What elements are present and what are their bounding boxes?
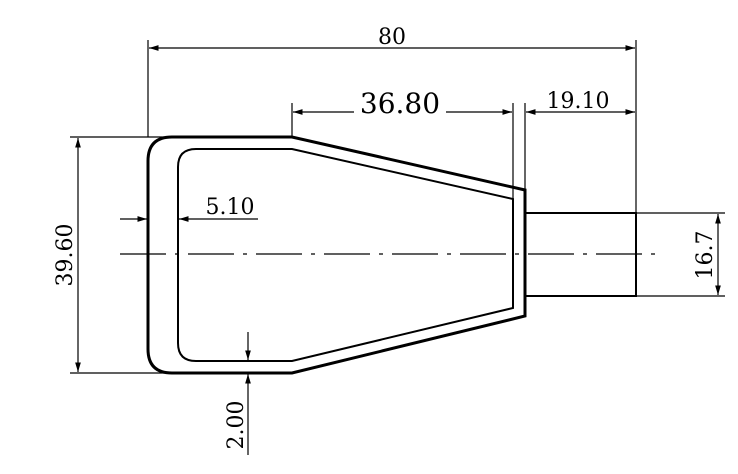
dim-stem-height: 16.7 — [693, 231, 718, 280]
outer-profile — [146, 135, 527, 375]
dim-wall-offset: 5.10 — [206, 195, 255, 220]
dim-taper-length: 36.80 — [360, 87, 440, 120]
dim-stem-length: 19.10 — [547, 89, 610, 114]
inner-profile — [177, 148, 514, 362]
dim-overall-height: 39.60 — [53, 224, 78, 287]
dim-wall-thickness: 2.00 — [224, 401, 249, 450]
dim-overall-length: 80 — [378, 25, 406, 50]
